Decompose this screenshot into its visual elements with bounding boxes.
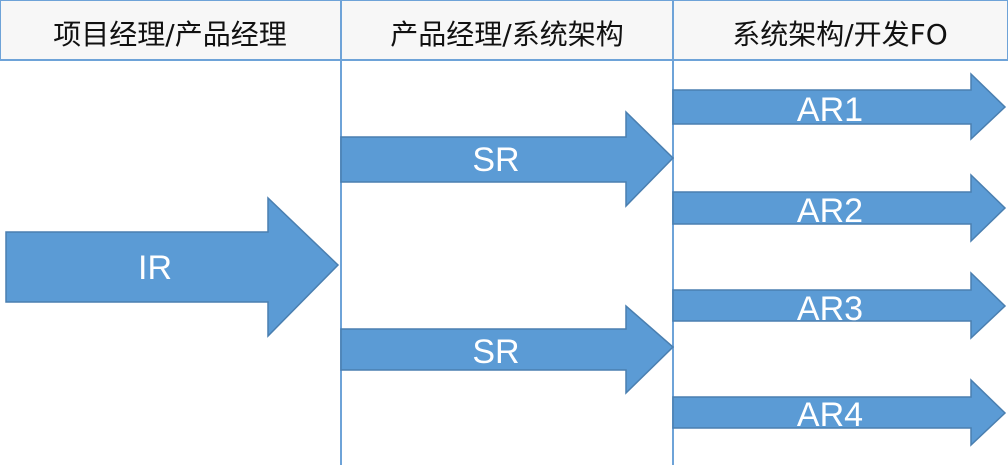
ar1-label: AR1 <box>797 91 863 129</box>
ir-arrow <box>5 196 340 338</box>
ar3-label: AR3 <box>797 290 863 328</box>
header-product-architecture: 产品经理/系统架构 <box>390 18 623 51</box>
ar2-arrow <box>672 173 1007 243</box>
ir-label: IR <box>138 249 172 287</box>
sr-top-label: SR <box>472 141 519 179</box>
header-project-product: 项目经理/产品经理 <box>53 18 286 51</box>
sr-top-arrow <box>340 110 675 208</box>
ar1-arrow <box>672 72 1007 141</box>
sr-bottom-label: SR <box>472 333 519 371</box>
ar2-label: AR2 <box>797 192 863 230</box>
header-row <box>0 0 1008 61</box>
sr-bottom-arrow <box>340 304 675 395</box>
ar4-label: AR4 <box>797 396 863 434</box>
ar4-arrow <box>672 378 1007 447</box>
ar3-arrow <box>672 271 1007 340</box>
header-architecture-dev: 系统架构/开发FO <box>732 18 948 51</box>
